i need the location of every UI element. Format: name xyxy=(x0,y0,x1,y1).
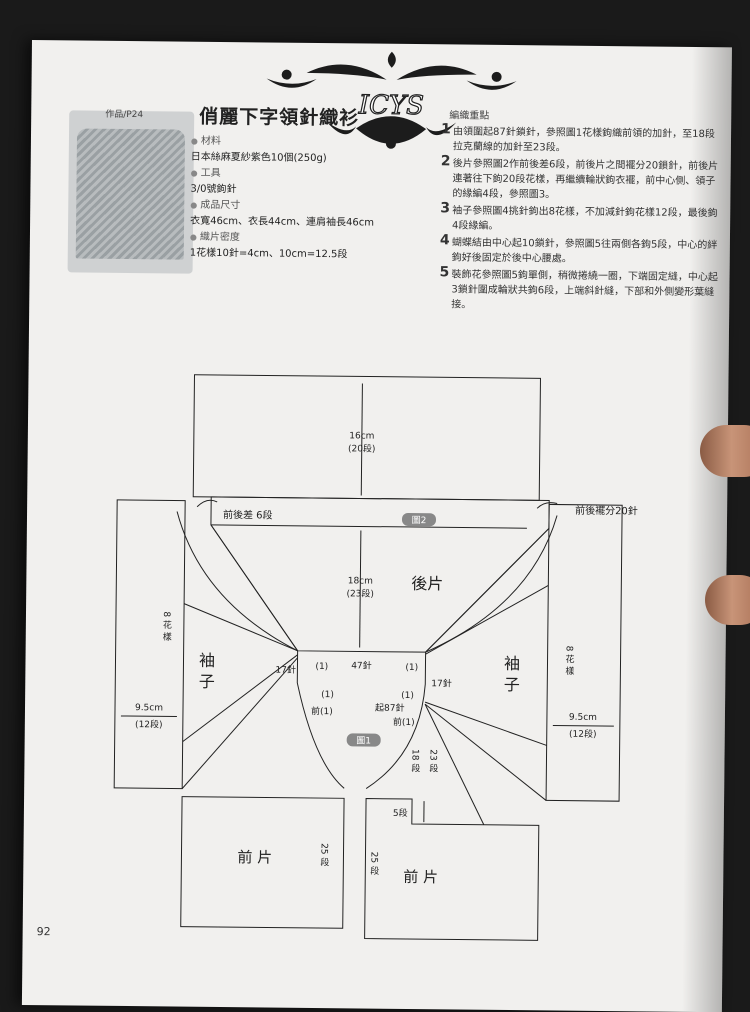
left-front-marker: 前(1) xyxy=(311,705,333,717)
top-height-label: 16cm xyxy=(349,431,374,441)
pattern-diagram: 16cm (20段) 前後差 6段 圖2 前後襬分20針 18cm (23段) … xyxy=(22,40,732,1012)
right-marker-1b: (1) xyxy=(401,691,414,701)
left-sleeve-width-rows: (12段) xyxy=(135,718,163,730)
book-page: ICYS 作品/P24 俏麗下字領針織衫 材料 日本絲麻夏紗紫色10個(250g… xyxy=(22,40,732,1012)
left-sleeve-label: 袖 子 xyxy=(196,652,215,689)
left-front-rows: 25 段 xyxy=(318,843,329,867)
left-sleeve-flowers: 8 花 樣 xyxy=(161,611,172,641)
right-front-rows: 25 段 xyxy=(368,852,379,876)
rows-5-label: 5段 xyxy=(393,807,408,819)
neck-stitches-label: 47針 xyxy=(351,659,372,671)
left-side-stitches: 17針 xyxy=(275,664,296,676)
hand-finger-top xyxy=(700,425,750,477)
back-panel-label: 後片 xyxy=(411,574,443,593)
back-rows-label: (23段) xyxy=(346,587,374,599)
left-front-label: 前 片 xyxy=(237,848,272,866)
top-rows-label: (20段) xyxy=(348,442,376,454)
left-sleeve-width: 9.5cm xyxy=(135,703,163,713)
right-sleeve-width-rows: (12段) xyxy=(569,728,597,740)
front-back-diff-label: 前後差 6段 xyxy=(223,508,273,522)
left-marker-1a: (1) xyxy=(315,662,328,672)
right-sleeve xyxy=(546,504,622,801)
fig1-label: 圖1 xyxy=(356,735,371,746)
right-sleeve-width: 9.5cm xyxy=(569,713,597,723)
rows-23-label: 23 段 xyxy=(427,749,438,773)
back-height-label: 18cm xyxy=(348,576,373,586)
hand-finger-bottom xyxy=(705,575,750,625)
front-back-gap-label: 前後襬分20針 xyxy=(575,504,638,518)
start-87-label: 起87針 xyxy=(375,702,405,714)
rows-18-label: 18 段 xyxy=(409,749,420,773)
right-front-panel xyxy=(365,799,539,941)
right-marker-1a: (1) xyxy=(405,663,418,673)
right-sleeve-flowers: 8 花 樣 xyxy=(563,646,574,676)
right-front-marker: 前(1) xyxy=(393,716,415,728)
left-marker-1b: (1) xyxy=(321,690,334,700)
left-sleeve xyxy=(114,500,185,789)
right-sleeve-label: 袖 子 xyxy=(501,655,520,692)
page-number: 92 xyxy=(37,925,51,938)
right-side-stitches: 17針 xyxy=(431,677,452,689)
fig2-label: 圖2 xyxy=(412,515,427,526)
right-front-label: 前 片 xyxy=(403,868,438,886)
